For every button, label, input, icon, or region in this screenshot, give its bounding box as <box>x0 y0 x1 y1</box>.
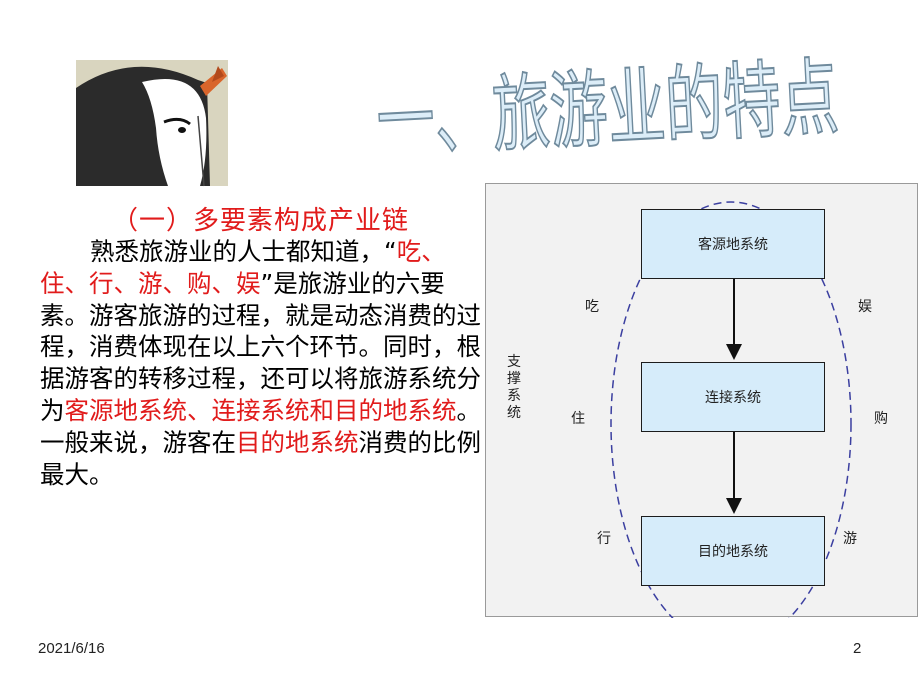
element-stay: 住 <box>571 411 585 427</box>
element-eat: 吃 <box>585 299 599 315</box>
source-system-box: 客源地系统 <box>641 209 825 279</box>
text-run: 。一般来说，游客在 <box>40 395 481 457</box>
connection-system-box: 连接系统 <box>641 362 825 432</box>
text-run: 熟悉旅游业的人士都知道，“ <box>90 237 397 266</box>
footer-date: 2021/6/16 <box>38 640 105 657</box>
element-entertain: 娱 <box>858 299 872 315</box>
text-run: ”是旅游业的六要素。游客旅游的过程，就是动态消费的过程，消费体现在以上六个环节。… <box>40 268 481 425</box>
support-ellipse <box>610 201 852 618</box>
element-tour: 游 <box>843 531 857 547</box>
text-run-highlight: 吃、住、行、游、购、娱 <box>40 237 446 298</box>
element-shop: 购 <box>874 411 888 427</box>
element-travel: 行 <box>597 531 611 547</box>
slide-title: 一、旅游业的特点 <box>372 28 852 171</box>
text-run: 消费的比例最大。 <box>40 427 481 489</box>
text-run-highlight: 客源地系统、连接系统和目的地系统 <box>64 395 457 425</box>
tourism-system-diagram: 客源地系统 连接系统 目的地系统 支撑系统 吃 住 行 娱 购 游 <box>485 183 918 618</box>
support-system-label: 支撑系统 <box>507 354 521 421</box>
body-paragraph: 熟悉旅游业的人士都知道，“吃、住、行、游、购、娱”是旅游业的六要素。游客旅游的过… <box>40 236 485 490</box>
text-run-highlight: 目的地系统 <box>236 427 359 457</box>
destination-system-box: 目的地系统 <box>641 516 825 586</box>
cartoon-mascot-image <box>72 58 232 188</box>
section-subtitle: （一）多要素构成产业链 <box>112 206 410 236</box>
page-number: 2 <box>853 640 862 657</box>
slide-title-text: 一、旅游业的特点 <box>374 48 840 168</box>
